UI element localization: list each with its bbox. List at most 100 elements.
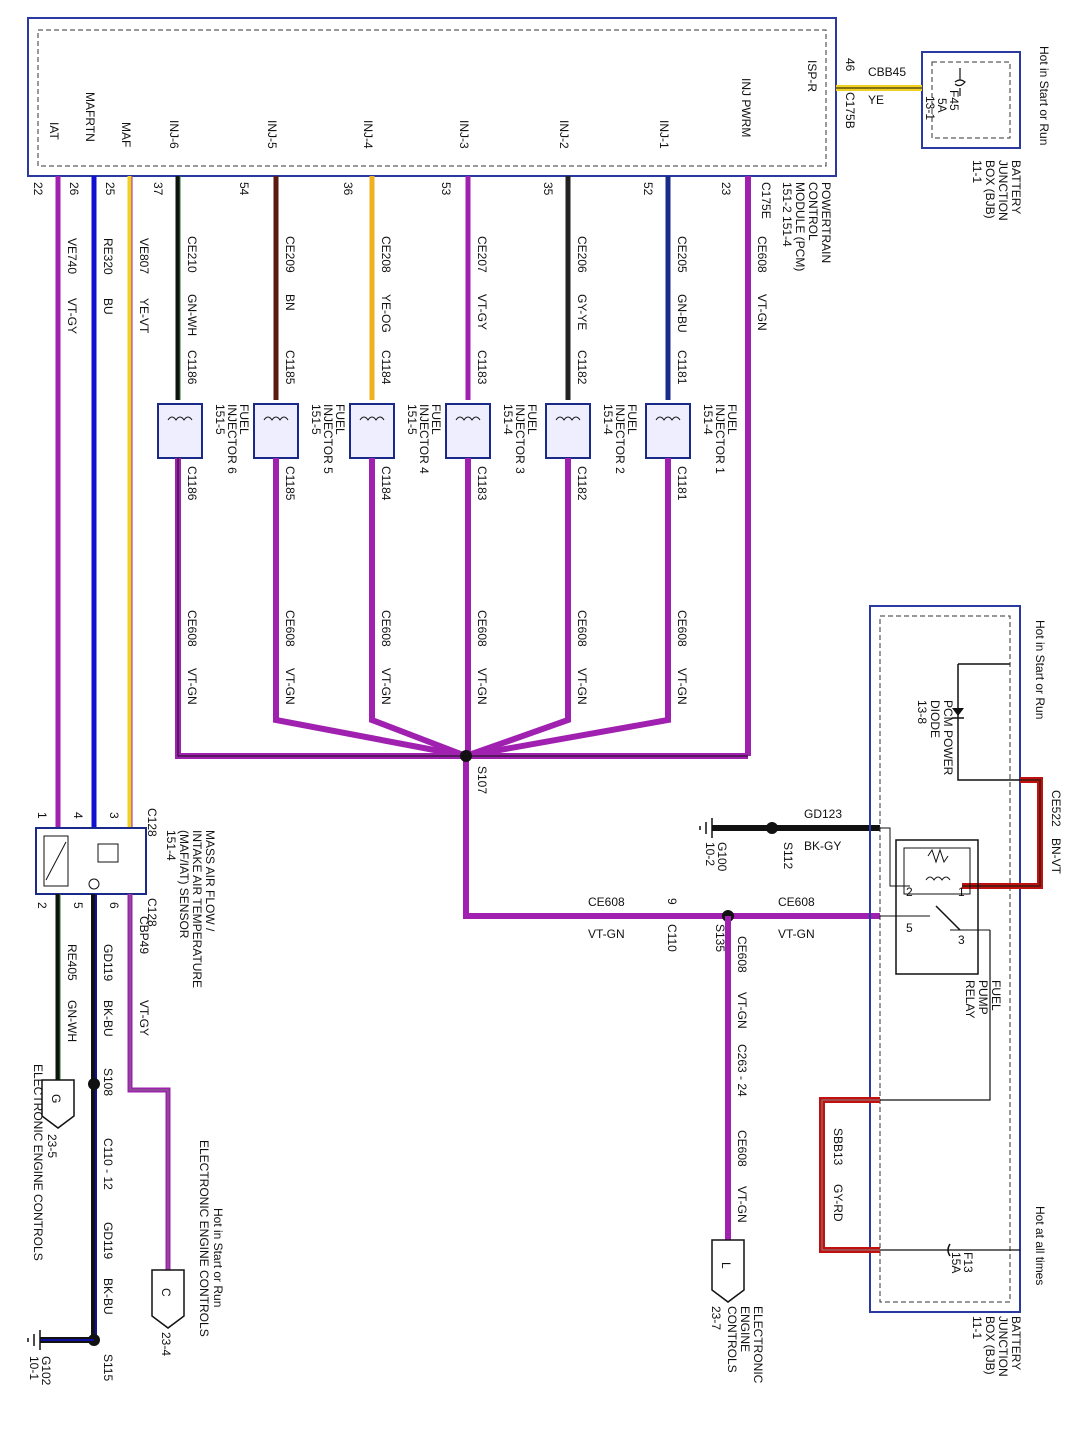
svg-text:Hot at all times: Hot at all times <box>1033 1206 1047 1285</box>
svg-text:C1186: C1186 <box>185 350 199 385</box>
svg-text:VT-GN: VT-GN <box>588 927 625 941</box>
svg-text:BN: BN <box>283 294 297 311</box>
svg-text:C1182: C1182 <box>575 466 589 501</box>
pin-label-inj-pwrm: INJ PWRM <box>739 78 753 137</box>
svg-text:Hot in Start or Run: Hot in Start or Run <box>1033 620 1047 719</box>
splice-s107 <box>460 750 472 762</box>
connector-c175e: C175E <box>759 182 773 219</box>
svg-text:BOX (BJB): BOX (BJB) <box>983 1316 997 1375</box>
pin-label-inj6: INJ-6 <box>167 120 181 149</box>
maf-iat-sensor <box>35 827 147 895</box>
svg-text:YE-VT: YE-VT <box>137 298 151 334</box>
fuse-f45-icon <box>954 68 966 96</box>
pin-num-54: 54 <box>237 182 251 196</box>
svg-text:VT-GN: VT-GN <box>475 668 489 705</box>
svg-text:GN-BU: GN-BU <box>675 294 689 333</box>
svg-text:S135: S135 <box>713 924 727 952</box>
svg-text:13-1: 13-1 <box>923 96 937 120</box>
svg-text:13-8: 13-8 <box>915 700 929 724</box>
pin-num-22: 22 <box>31 182 45 196</box>
svg-text:5: 5 <box>906 921 913 935</box>
svg-text:23-4: 23-4 <box>159 1332 173 1356</box>
svg-text:C128: C128 <box>145 808 159 837</box>
maf-sensor-title: MASS AIR FLOW / INTAKE AIR TEMPERATURE (… <box>164 830 217 988</box>
wires-to-s107 <box>175 458 748 919</box>
svg-text:BK-GY: BK-GY <box>804 839 841 853</box>
pin-num-35: 35 <box>541 182 555 196</box>
svg-text:RELAY: RELAY <box>963 980 977 1018</box>
svg-text:3: 3 <box>107 812 121 819</box>
svg-text:ELECTRONIC: ELECTRONIC <box>751 1306 765 1384</box>
svg-text:VT-GN: VT-GN <box>735 1186 749 1223</box>
svg-text:C: C <box>159 1288 173 1297</box>
pin-label-inj1: INJ-1 <box>657 120 671 149</box>
connector-c175b: C175B <box>843 92 857 129</box>
svg-text:CE208: CE208 <box>379 236 393 273</box>
svg-text:VT-GY: VT-GY <box>475 294 489 330</box>
svg-text:INJECTOR 3: INJECTOR 3 <box>513 404 527 474</box>
svg-text:YE-OG: YE-OG <box>379 294 393 333</box>
bjb-top-box <box>921 51 1021 149</box>
pin-label-inj2: INJ-2 <box>557 120 571 149</box>
wire-sbb13 <box>819 1097 880 1253</box>
svg-text:BN-VT: BN-VT <box>1049 838 1063 875</box>
wire-label-cbb45: CBB45 <box>868 65 906 79</box>
svg-text:GY-RD: GY-RD <box>831 1184 845 1222</box>
diode-icon <box>952 663 1020 781</box>
wire-label-re320: RE320 <box>101 238 115 275</box>
pin-label-inj5: INJ-5 <box>265 120 279 149</box>
svg-text:INJECTOR 5: INJECTOR 5 <box>321 404 335 474</box>
svg-text:C1183: C1183 <box>475 466 489 501</box>
svg-text:INTAKE AIR TEMPERATURE: INTAKE AIR TEMPERATURE <box>190 830 204 988</box>
wire-label-ve807: VE807 <box>137 238 151 274</box>
svg-text:5A: 5A <box>935 98 949 113</box>
injector-1 <box>645 403 691 459</box>
pin-num-26: 26 <box>67 182 81 196</box>
svg-text:G: G <box>49 1094 63 1103</box>
fuse-f45-label: F45 <box>947 90 961 111</box>
wire-color-ye: YE <box>868 93 884 107</box>
svg-text:CE522: CE522 <box>1049 790 1063 827</box>
svg-text:CE608: CE608 <box>379 610 393 647</box>
svg-text:CE207: CE207 <box>475 236 489 273</box>
svg-text:GY-YE: GY-YE <box>575 294 589 330</box>
svg-text:FUEL: FUEL <box>989 980 1003 1011</box>
pcm-inner-box <box>37 29 827 167</box>
svg-text:RE405: RE405 <box>65 944 79 981</box>
svg-text:MODULE (PCM): MODULE (PCM) <box>793 182 807 271</box>
pin-num-36: 36 <box>341 182 355 196</box>
pin-num-37: 37 <box>151 182 165 196</box>
svg-text:23-5: 23-5 <box>45 1134 59 1158</box>
injector-4 <box>349 403 395 459</box>
svg-text:C1181: C1181 <box>675 350 689 385</box>
svg-text:S115: S115 <box>101 1354 115 1381</box>
injector-2-label: FUEL <box>625 404 639 435</box>
wire-ce522 <box>962 777 1043 889</box>
svg-text:BK-BU: BK-BU <box>101 1278 115 1315</box>
svg-text:151-4: 151-4 <box>501 404 515 435</box>
svg-text:GD119: GD119 <box>101 1222 115 1259</box>
svg-text:151-4: 151-4 <box>164 830 178 861</box>
splice-s112 <box>766 822 778 834</box>
svg-text:C128: C128 <box>145 898 159 927</box>
svg-text:C1182: C1182 <box>575 350 589 385</box>
svg-text:151-5: 151-5 <box>213 404 227 435</box>
svg-text:2: 2 <box>906 885 913 899</box>
maf-element-icon <box>97 843 119 863</box>
bjb-top-inner <box>931 61 1011 139</box>
svg-text:CE205: CE205 <box>675 236 689 273</box>
svg-text:151-5: 151-5 <box>405 404 419 435</box>
svg-text:1: 1 <box>35 812 49 819</box>
pin-label-inj3: INJ-3 <box>457 120 471 149</box>
svg-text:CE608: CE608 <box>185 610 199 647</box>
svg-text:C1185: C1185 <box>283 466 297 501</box>
svg-text:INJECTOR 6: INJECTOR 6 <box>225 404 239 474</box>
pin-label-inj4: INJ-4 <box>361 120 375 149</box>
svg-text:CE608: CE608 <box>588 895 625 909</box>
injector-1-label: FUEL <box>725 404 739 435</box>
svg-text:L: L <box>719 1262 733 1269</box>
bjb-bottom-inner <box>879 615 1011 1303</box>
c263-connector: C263 - 24 <box>735 1044 749 1097</box>
svg-text:CE608: CE608 <box>475 610 489 647</box>
